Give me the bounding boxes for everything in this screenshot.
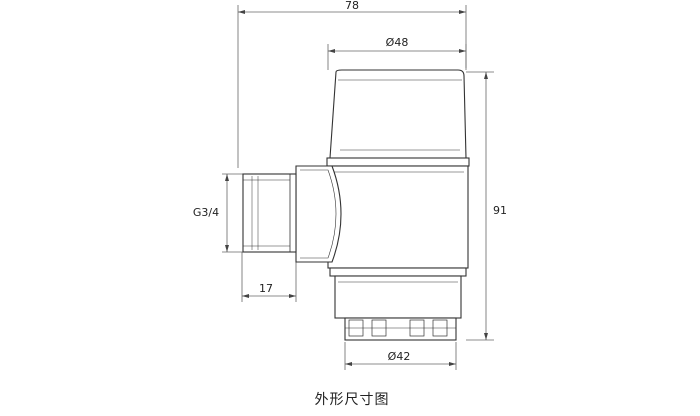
dimension-arrows	[225, 10, 488, 366]
main-body	[327, 165, 469, 269]
drawing-caption: 外形尺寸图	[315, 392, 390, 408]
bottom-diameter-label: Ø42	[388, 350, 411, 363]
overall-width-label: 78	[345, 0, 359, 12]
threaded-inlet	[242, 173, 297, 253]
inlet-length-label: 17	[259, 282, 273, 295]
top-diameter-label: Ø48	[386, 36, 409, 49]
top-cap	[329, 69, 467, 159]
thread-size-label: G3/4	[193, 206, 219, 219]
inlet-boss	[295, 165, 342, 263]
dimension-lines	[222, 5, 494, 370]
lower-body	[334, 275, 462, 319]
valve-body	[242, 69, 470, 341]
height-label: 91	[493, 204, 507, 217]
lower-ring	[329, 267, 467, 277]
upper-ring	[326, 157, 470, 167]
